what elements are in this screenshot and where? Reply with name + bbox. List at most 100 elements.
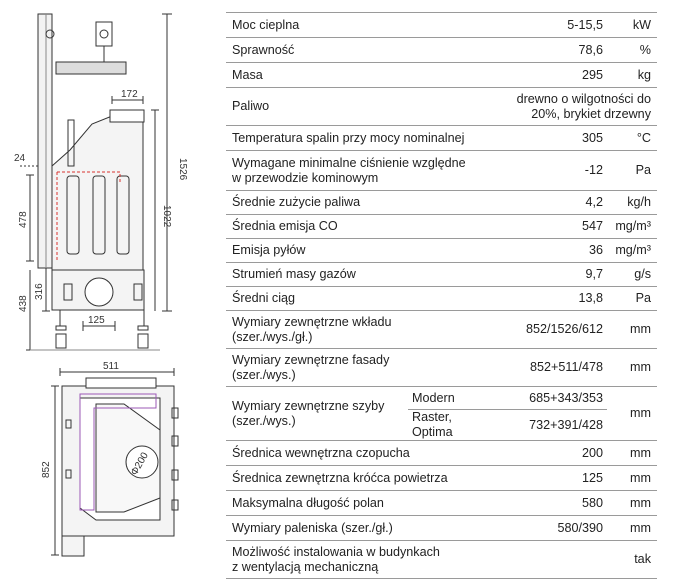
specifications-table: Moc cieplna 5-15,5 kW Sprawność 78,6 % M… <box>226 12 657 579</box>
spec-unit: mm <box>607 465 657 491</box>
spec-label-line2: (szer./wys.) <box>232 367 296 382</box>
spec-row-draft: Średni ciąg 13,8 Pa <box>226 286 657 311</box>
spec-value: 125 <box>497 465 607 491</box>
dim-total-height: 1526 <box>177 158 188 181</box>
spec-label: Maksymalna długość polan <box>226 490 497 516</box>
spec-row-facade-dimensions: Wymiary zewnętrzne fasady (szer./wys.) 8… <box>226 348 657 387</box>
spec-row-mechanical-ventilation: Możliwość instalowania w budynkach z wen… <box>226 540 657 579</box>
spec-row-glass-dimensions-alt: Raster, Optima 732+391/428 <box>226 409 657 441</box>
spec-label-line1: Wymiary zewnętrzne fasady <box>232 352 390 367</box>
spec-value: 295 <box>497 62 607 88</box>
spec-row-max-log-length: Maksymalna długość polan 580 mm <box>226 490 657 516</box>
spec-value: 78,6 <box>497 37 607 63</box>
spec-label: Paliwo <box>226 87 497 126</box>
spec-value-line1: drewno o wilgotności do <box>516 91 651 106</box>
spec-unit: mm <box>607 348 657 387</box>
spec-value: 9,7 <box>497 262 607 287</box>
spec-unit: mg/m³ <box>607 238 657 263</box>
spec-value: 580/390 <box>497 515 607 541</box>
glass-variant-value: 732+391/428 <box>497 409 607 441</box>
spec-label: Masa <box>226 62 497 88</box>
spec-row-fuel-consumption: Średnie zużycie paliwa 4,2 kg/h <box>226 190 657 215</box>
dim-top-view-depth: 852 <box>41 461 52 478</box>
spec-label: Wymiary zewnętrzne szyby (szer./wys.) <box>226 386 408 441</box>
glass-variant-label: Modern <box>408 386 497 410</box>
spec-label-line2: (szer./wys./gł.) <box>232 329 313 344</box>
spec-row-flue-temperature: Temperatura spalin przy mocy nominalnej … <box>226 125 657 151</box>
spec-row-insert-dimensions: Wymiary zewnętrzne wkładu (szer./wys./gł… <box>226 310 657 349</box>
spec-label: Wymiary paleniska (szer./gł.) <box>226 515 497 541</box>
spec-label-line1: Wymiary zewnętrzne wkładu <box>232 314 392 329</box>
spec-value: 13,8 <box>497 286 607 311</box>
spec-value <box>497 540 607 579</box>
spec-value: drewno o wilgotności do 20%, brykiet drz… <box>497 87 657 126</box>
dim-bottom-125: 125 <box>88 315 105 326</box>
spec-label: Sprawność <box>226 37 497 63</box>
spec-value: 200 <box>497 440 607 466</box>
spec-label: Wymiary zewnętrzne wkładu (szer./wys./gł… <box>226 310 497 349</box>
glass-variant-label: Raster, Optima <box>408 409 497 441</box>
spec-value: 305 <box>497 125 607 151</box>
spec-value-line2: 20%, brykiet drzewny <box>531 106 651 121</box>
spec-value: 5-15,5 <box>497 12 607 38</box>
spec-value: -12 <box>497 150 607 191</box>
side-view-drawing <box>20 13 172 351</box>
spec-row-co-emission: Średnia emisja CO 547 mg/m³ <box>226 214 657 239</box>
spec-unit: °C <box>607 125 657 151</box>
spec-value: 580 <box>497 490 607 516</box>
spec-label: Średnica zewnętrzna króćca powietrza <box>226 465 497 491</box>
spec-unit: mm <box>607 440 657 466</box>
spec-label: Temperatura spalin przy mocy nominalnej <box>226 125 497 151</box>
spec-label: Średnie zużycie paliwa <box>226 190 497 215</box>
spec-row-efficiency: Sprawność 78,6 % <box>226 37 657 63</box>
spec-label: Średni ciąg <box>226 286 497 311</box>
spec-label: Moc cieplna <box>226 12 497 38</box>
dim-top-172: 172 <box>121 89 138 100</box>
spec-label-line1: Wymiary zewnętrzne szyby <box>232 398 385 413</box>
spec-label: Emisja pyłów <box>226 238 497 263</box>
spec-unit: Pa <box>607 286 657 311</box>
spec-label: Średnica wewnętrzna czopucha <box>226 440 497 466</box>
spec-row-gas-flow: Strumień masy gazów 9,7 g/s <box>226 262 657 287</box>
spec-unit: g/s <box>607 262 657 287</box>
dim-left-478: 478 <box>18 211 29 228</box>
technical-drawing: 172 1526 1022 24 478 316 438 125 511 852… <box>14 13 188 557</box>
spec-row-fuel: Paliwo drewno o wilgotności do 20%, bryk… <box>226 87 657 126</box>
spec-row-mass: Masa 295 kg <box>226 62 657 88</box>
spec-unit: % <box>607 37 657 63</box>
dim-inner-height: 1022 <box>161 205 172 228</box>
spec-label: Strumień masy gazów <box>226 262 497 287</box>
spec-unit: Pa <box>607 150 657 191</box>
spec-unit: tak <box>607 540 657 579</box>
top-view-drawing <box>51 368 179 557</box>
spec-label: Wymiary zewnętrzne fasady (szer./wys.) <box>226 348 497 387</box>
spec-label-line1: Wymagane minimalne ciśnienie względne <box>232 155 466 170</box>
spec-unit: kg/h <box>607 190 657 215</box>
spec-row-air-inlet-diameter: Średnica zewnętrzna króćca powietrza 125… <box>226 465 657 491</box>
spec-unit: mg/m³ <box>607 214 657 239</box>
spec-unit: kg <box>607 62 657 88</box>
spec-row-heat-output: Moc cieplna 5-15,5 kW <box>226 12 657 38</box>
dim-left-316: 316 <box>34 283 45 300</box>
spec-label-line1: Możliwość instalowania w budynkach <box>232 544 440 559</box>
spec-value: 36 <box>497 238 607 263</box>
spec-unit: mm <box>607 386 657 441</box>
dim-left-438: 438 <box>18 295 29 312</box>
spec-row-firebox-dimensions: Wymiary paleniska (szer./gł.) 580/390 mm <box>226 515 657 541</box>
dim-left-24: 24 <box>14 153 26 164</box>
spec-row-flue-inner-diameter: Średnica wewnętrzna czopucha 200 mm <box>226 440 657 466</box>
spec-value: 547 <box>497 214 607 239</box>
spec-label: Możliwość instalowania w budynkach z wen… <box>226 540 497 579</box>
spec-unit: mm <box>607 490 657 516</box>
spec-label-line2: (szer./wys.) <box>232 413 296 428</box>
spec-label: Średnia emisja CO <box>226 214 497 239</box>
spec-label: Wymagane minimalne ciśnienie względne w … <box>226 150 497 191</box>
spec-row-chimney-pressure: Wymagane minimalne ciśnienie względne w … <box>226 150 657 191</box>
spec-unit: kW <box>607 12 657 38</box>
spec-row-dust-emission: Emisja pyłów 36 mg/m³ <box>226 238 657 263</box>
spec-value: 852/1526/612 <box>497 310 607 349</box>
spec-value: 852+511/478 <box>497 348 607 387</box>
spec-row-glass-dimensions: Wymiary zewnętrzne szyby (szer./wys.) Mo… <box>226 386 657 441</box>
glass-variant-value: 685+343/353 <box>497 386 607 410</box>
dim-top-view-width: 511 <box>103 361 119 372</box>
